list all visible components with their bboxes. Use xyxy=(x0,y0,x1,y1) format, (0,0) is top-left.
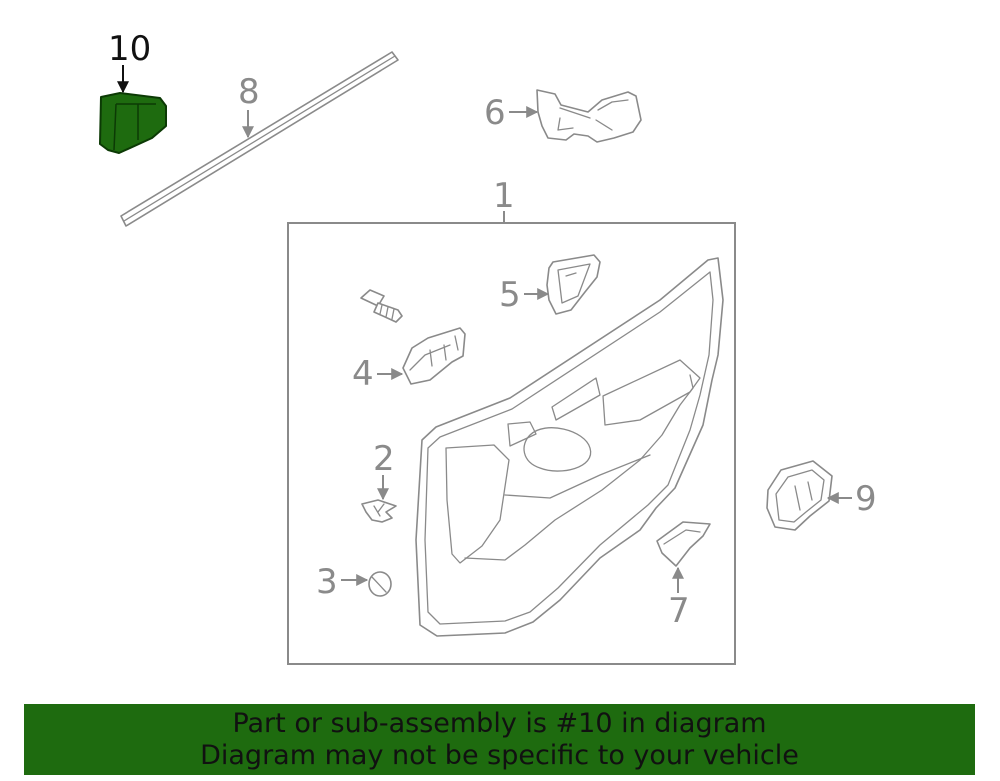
banner-line-1: Part or sub-assembly is #10 in diagram xyxy=(232,707,767,739)
banner-line-2: Diagram may not be specific to your vehi… xyxy=(200,739,799,771)
parts-diagram: 10 8 6 1 5 xyxy=(99,29,877,665)
callout-6: 6 xyxy=(484,93,506,133)
callout-2: 2 xyxy=(373,439,395,479)
bolt[interactable] xyxy=(360,289,403,323)
part-1-box xyxy=(287,222,736,665)
callout-4: 4 xyxy=(352,354,374,394)
part-6-bracket[interactable] xyxy=(536,89,642,143)
callout-7: 7 xyxy=(668,591,690,631)
callout-10: 10 xyxy=(108,29,151,69)
callout-8: 8 xyxy=(238,72,260,112)
callout-1: 1 xyxy=(493,176,515,216)
part-10-trim-cap[interactable] xyxy=(99,92,167,154)
callout-9: 9 xyxy=(855,479,877,519)
callout-5: 5 xyxy=(499,275,521,315)
part-7-cover[interactable] xyxy=(656,521,711,567)
part-2-clip[interactable] xyxy=(361,499,397,523)
part-1-door-trim-panel[interactable] xyxy=(415,257,724,637)
part-4-inside-handle[interactable] xyxy=(402,327,466,385)
callout-3: 3 xyxy=(316,562,338,602)
info-banner: Part or sub-assembly is #10 in diagram D… xyxy=(24,704,975,775)
part-5-handle-bezel[interactable] xyxy=(546,254,601,315)
part-9-bracket[interactable] xyxy=(766,460,833,531)
part-3-fastener[interactable] xyxy=(368,571,392,597)
part-8-weatherstrip[interactable] xyxy=(120,51,399,227)
